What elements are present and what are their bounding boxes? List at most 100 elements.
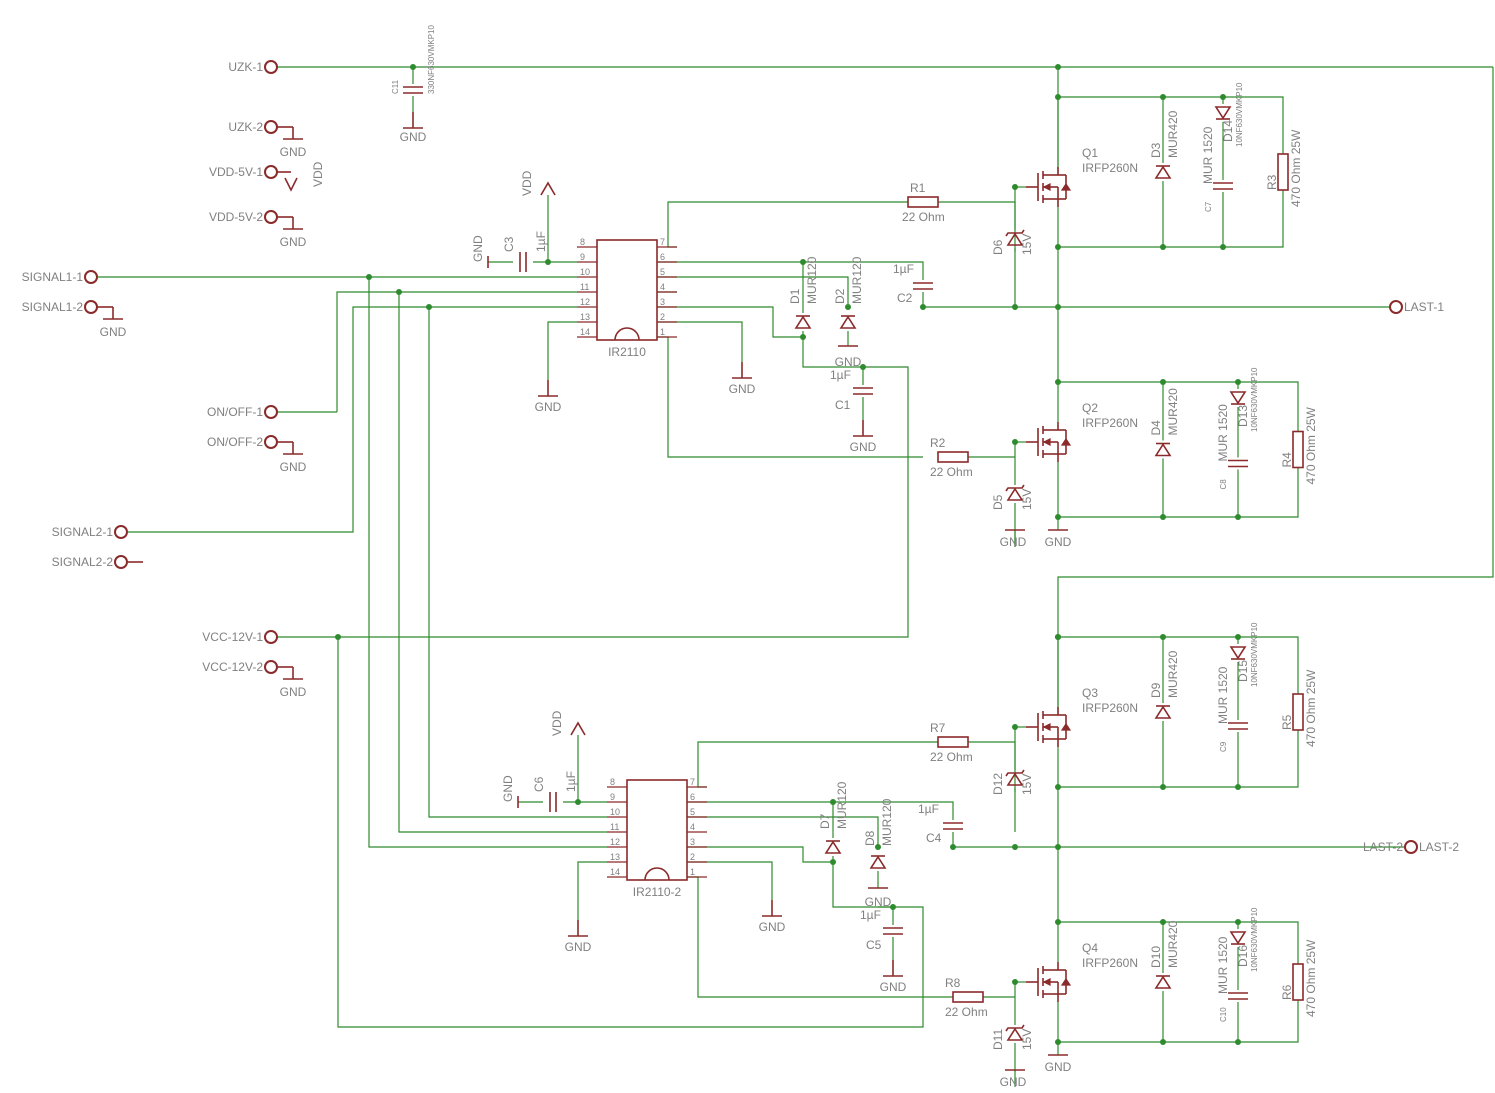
zener-bar (1005, 229, 1025, 237)
zener-diode (1006, 487, 1024, 501)
part-value: 470 Ohm 25W (1289, 129, 1303, 207)
diode (1229, 646, 1247, 660)
part-value: 470 Ohm 25W (1304, 939, 1318, 1017)
part-value: MUR420 (1166, 110, 1180, 158)
vcc2-wire (337, 637, 924, 1028)
gnd-label: GND (400, 130, 427, 144)
part-name: R2 (930, 436, 946, 450)
part-name: D8 (863, 830, 877, 846)
ic-pin-number: 10 (580, 267, 590, 277)
d7-wire (832, 856, 893, 908)
part-name: D3 (1149, 142, 1163, 158)
ic-pin-number: 13 (580, 312, 590, 322)
part-name: D11 (991, 1029, 1005, 1050)
ic-pin-number: 1 (660, 327, 665, 337)
part-value: MUR 1520 (1216, 936, 1230, 994)
part-value: 22 Ohm (930, 750, 973, 764)
part-value: MUR420 (1166, 388, 1180, 436)
resistor (1277, 153, 1289, 191)
part-value: 470 Ohm 25W (1304, 669, 1318, 747)
part-value: 1µF (860, 908, 881, 922)
connector-label: SIGNAL1-2 (22, 300, 84, 314)
part-name: D14 (1221, 120, 1235, 142)
part-name: D16 (1236, 945, 1250, 967)
junction-dot (1055, 64, 1061, 70)
part-name: D9 (1149, 682, 1163, 698)
ic-pin-number: 3 (690, 837, 695, 847)
connector-pad (264, 630, 278, 644)
part-name: C2 (897, 291, 913, 305)
part-name: C1 (835, 398, 851, 412)
connector-pad (84, 270, 98, 284)
connector-label: VCC-12V-1 (202, 630, 263, 644)
ic-notch (614, 327, 640, 341)
onoff-wire (336, 291, 577, 412)
pin13b-wire (577, 861, 607, 920)
part-name: C7 (1204, 201, 1213, 212)
part-value: 10NF630VMKP10 (1235, 82, 1244, 147)
part-value: 15V (1020, 1029, 1034, 1050)
mosfet-arrow (1042, 978, 1051, 986)
part-name: C8 (1219, 479, 1228, 490)
gnd-label: GND (501, 775, 515, 802)
gnd-label: GND (280, 685, 307, 699)
part-value: MUR120 (880, 798, 894, 846)
ic-name: IR2110 (608, 345, 646, 359)
diode (1214, 106, 1232, 120)
part-value: 1µF (918, 802, 939, 816)
ic-body (626, 779, 688, 881)
snub-top (1058, 636, 1299, 694)
part-value: MUR 1520 (1216, 666, 1230, 724)
part-name: R3 (1265, 174, 1279, 190)
snub-bottom (1058, 467, 1299, 518)
ic-name: IR2110-2 (633, 885, 682, 899)
part-name: R1 (910, 181, 926, 195)
connector-label: VDD-5V-1 (209, 165, 263, 179)
part-value: 15V (1020, 489, 1034, 510)
gnd-label: GND (565, 940, 592, 954)
mosfet-body-diode (1060, 722, 1072, 731)
part-name: C11 (391, 79, 400, 94)
part-name: C3 (502, 236, 516, 252)
resistor (1292, 963, 1304, 1001)
resistor (907, 196, 939, 208)
ic-pin-number: 7 (690, 777, 695, 787)
junction-dot (1055, 634, 1061, 640)
gnd-label: GND (865, 895, 892, 909)
part-name: C9 (1219, 741, 1228, 752)
part-name: R5 (1280, 714, 1294, 730)
vdd-arrow (284, 177, 298, 192)
diode (839, 315, 857, 329)
signal2-b (428, 307, 607, 818)
part-value: MUR 1520 (1216, 404, 1230, 462)
part-name: D5 (991, 494, 1005, 510)
connector-pad (264, 60, 278, 74)
part-name: C10 (1219, 1007, 1228, 1022)
part-value: IRFP260N (1082, 956, 1138, 970)
connector-pad (264, 435, 278, 449)
connector-pad (264, 660, 278, 674)
ic-notch (644, 867, 670, 881)
connector-label: SIGNAL1-1 (22, 270, 84, 284)
vdd-label: VDD (311, 161, 325, 187)
pin3-wire (657, 306, 803, 338)
vdd-arrow (570, 721, 586, 736)
part-name: D4 (1149, 420, 1163, 436)
connector-label: VDD-5V-2 (209, 210, 263, 224)
part-value: 1µF (564, 771, 578, 792)
junction-dot (875, 844, 881, 850)
gnd-label: GND (1045, 1060, 1072, 1074)
part-name: D6 (991, 239, 1005, 255)
resistor (937, 451, 969, 463)
ic-pin-number: 3 (660, 297, 665, 307)
mosfet-arrow (1042, 183, 1051, 191)
part-name: C5 (866, 938, 882, 952)
snub-bottom (1058, 730, 1299, 788)
diode (1154, 975, 1172, 989)
gnd-label: GND (835, 355, 862, 369)
diode (1229, 391, 1247, 405)
part-value: MUR420 (1166, 920, 1180, 968)
connector-label: ON/OFF-2 (207, 435, 263, 449)
gate-hi2 (697, 741, 938, 788)
